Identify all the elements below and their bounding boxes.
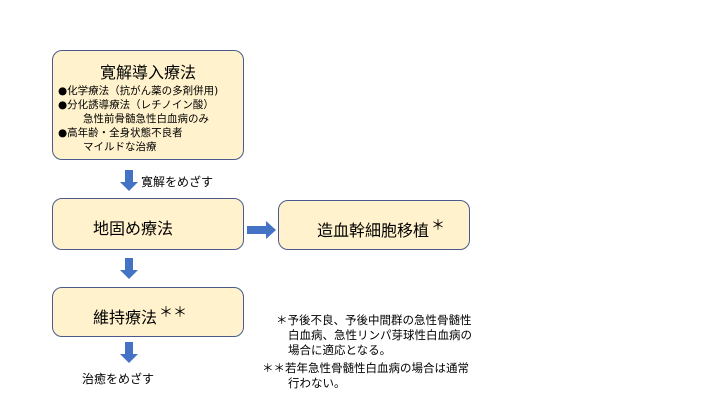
maintenance-note-mark: ＊＊ bbox=[159, 305, 188, 321]
induction-item-elderly: ●高年齢・全身状態不良者 bbox=[58, 127, 183, 139]
transplant-note-mark: ＊ bbox=[431, 218, 446, 234]
induction-item-mild: マイルドな治療 bbox=[83, 141, 157, 153]
arrow-down-3 bbox=[120, 258, 138, 279]
maintenance-therapy-box: 維持療法＊＊ bbox=[52, 287, 244, 337]
arrow1-label: 寛解をめざす bbox=[141, 175, 214, 189]
induction-item-chemotherapy: ●化学療法（抗がん薬の多剤併用) bbox=[58, 85, 219, 97]
footnote-line-2: 白血病、急性リンパ芽球性白血病の bbox=[288, 328, 472, 342]
consolidation-therapy-title: 地固め療法 bbox=[93, 219, 174, 238]
footnote-line-3: 場合に適応となる。 bbox=[288, 343, 392, 357]
stem-cell-transplant-title: 造血幹細胞移植＊ bbox=[317, 217, 445, 241]
footnote-line-5: 行わない。 bbox=[288, 376, 346, 390]
arrow-right-2 bbox=[247, 221, 276, 239]
maintenance-therapy-label: 維持療法 bbox=[93, 308, 158, 327]
induction-item-differentiation: ●分化誘導療法（レチノイン酸） bbox=[58, 99, 214, 111]
induction-item-apl-only: 急性前骨髄急性白血病のみ bbox=[83, 113, 209, 125]
footnote-line-4: ＊＊若年急性骨髄性白血病の場合は通常 bbox=[262, 361, 469, 375]
stem-cell-transplant-label: 造血幹細胞移植 bbox=[317, 221, 430, 240]
consolidation-therapy-box: 地固め療法 bbox=[52, 198, 244, 250]
arrow-down-1 bbox=[120, 170, 138, 191]
arrow3-label: 治癒をめざす bbox=[82, 372, 155, 386]
induction-therapy-title: 寛解導入療法 bbox=[99, 63, 196, 82]
stem-cell-transplant-box: 造血幹細胞移植＊ bbox=[278, 200, 470, 250]
footnote-line-1: ＊予後不良、予後中間群の急性骨髄性 bbox=[276, 313, 472, 327]
maintenance-therapy-title: 維持療法＊＊ bbox=[93, 304, 187, 328]
induction-therapy-box: 寛解導入療法 ●化学療法（抗がん薬の多剤併用) ●分化誘導療法（レチノイン酸） … bbox=[52, 50, 244, 160]
arrow-down-4 bbox=[120, 342, 138, 363]
